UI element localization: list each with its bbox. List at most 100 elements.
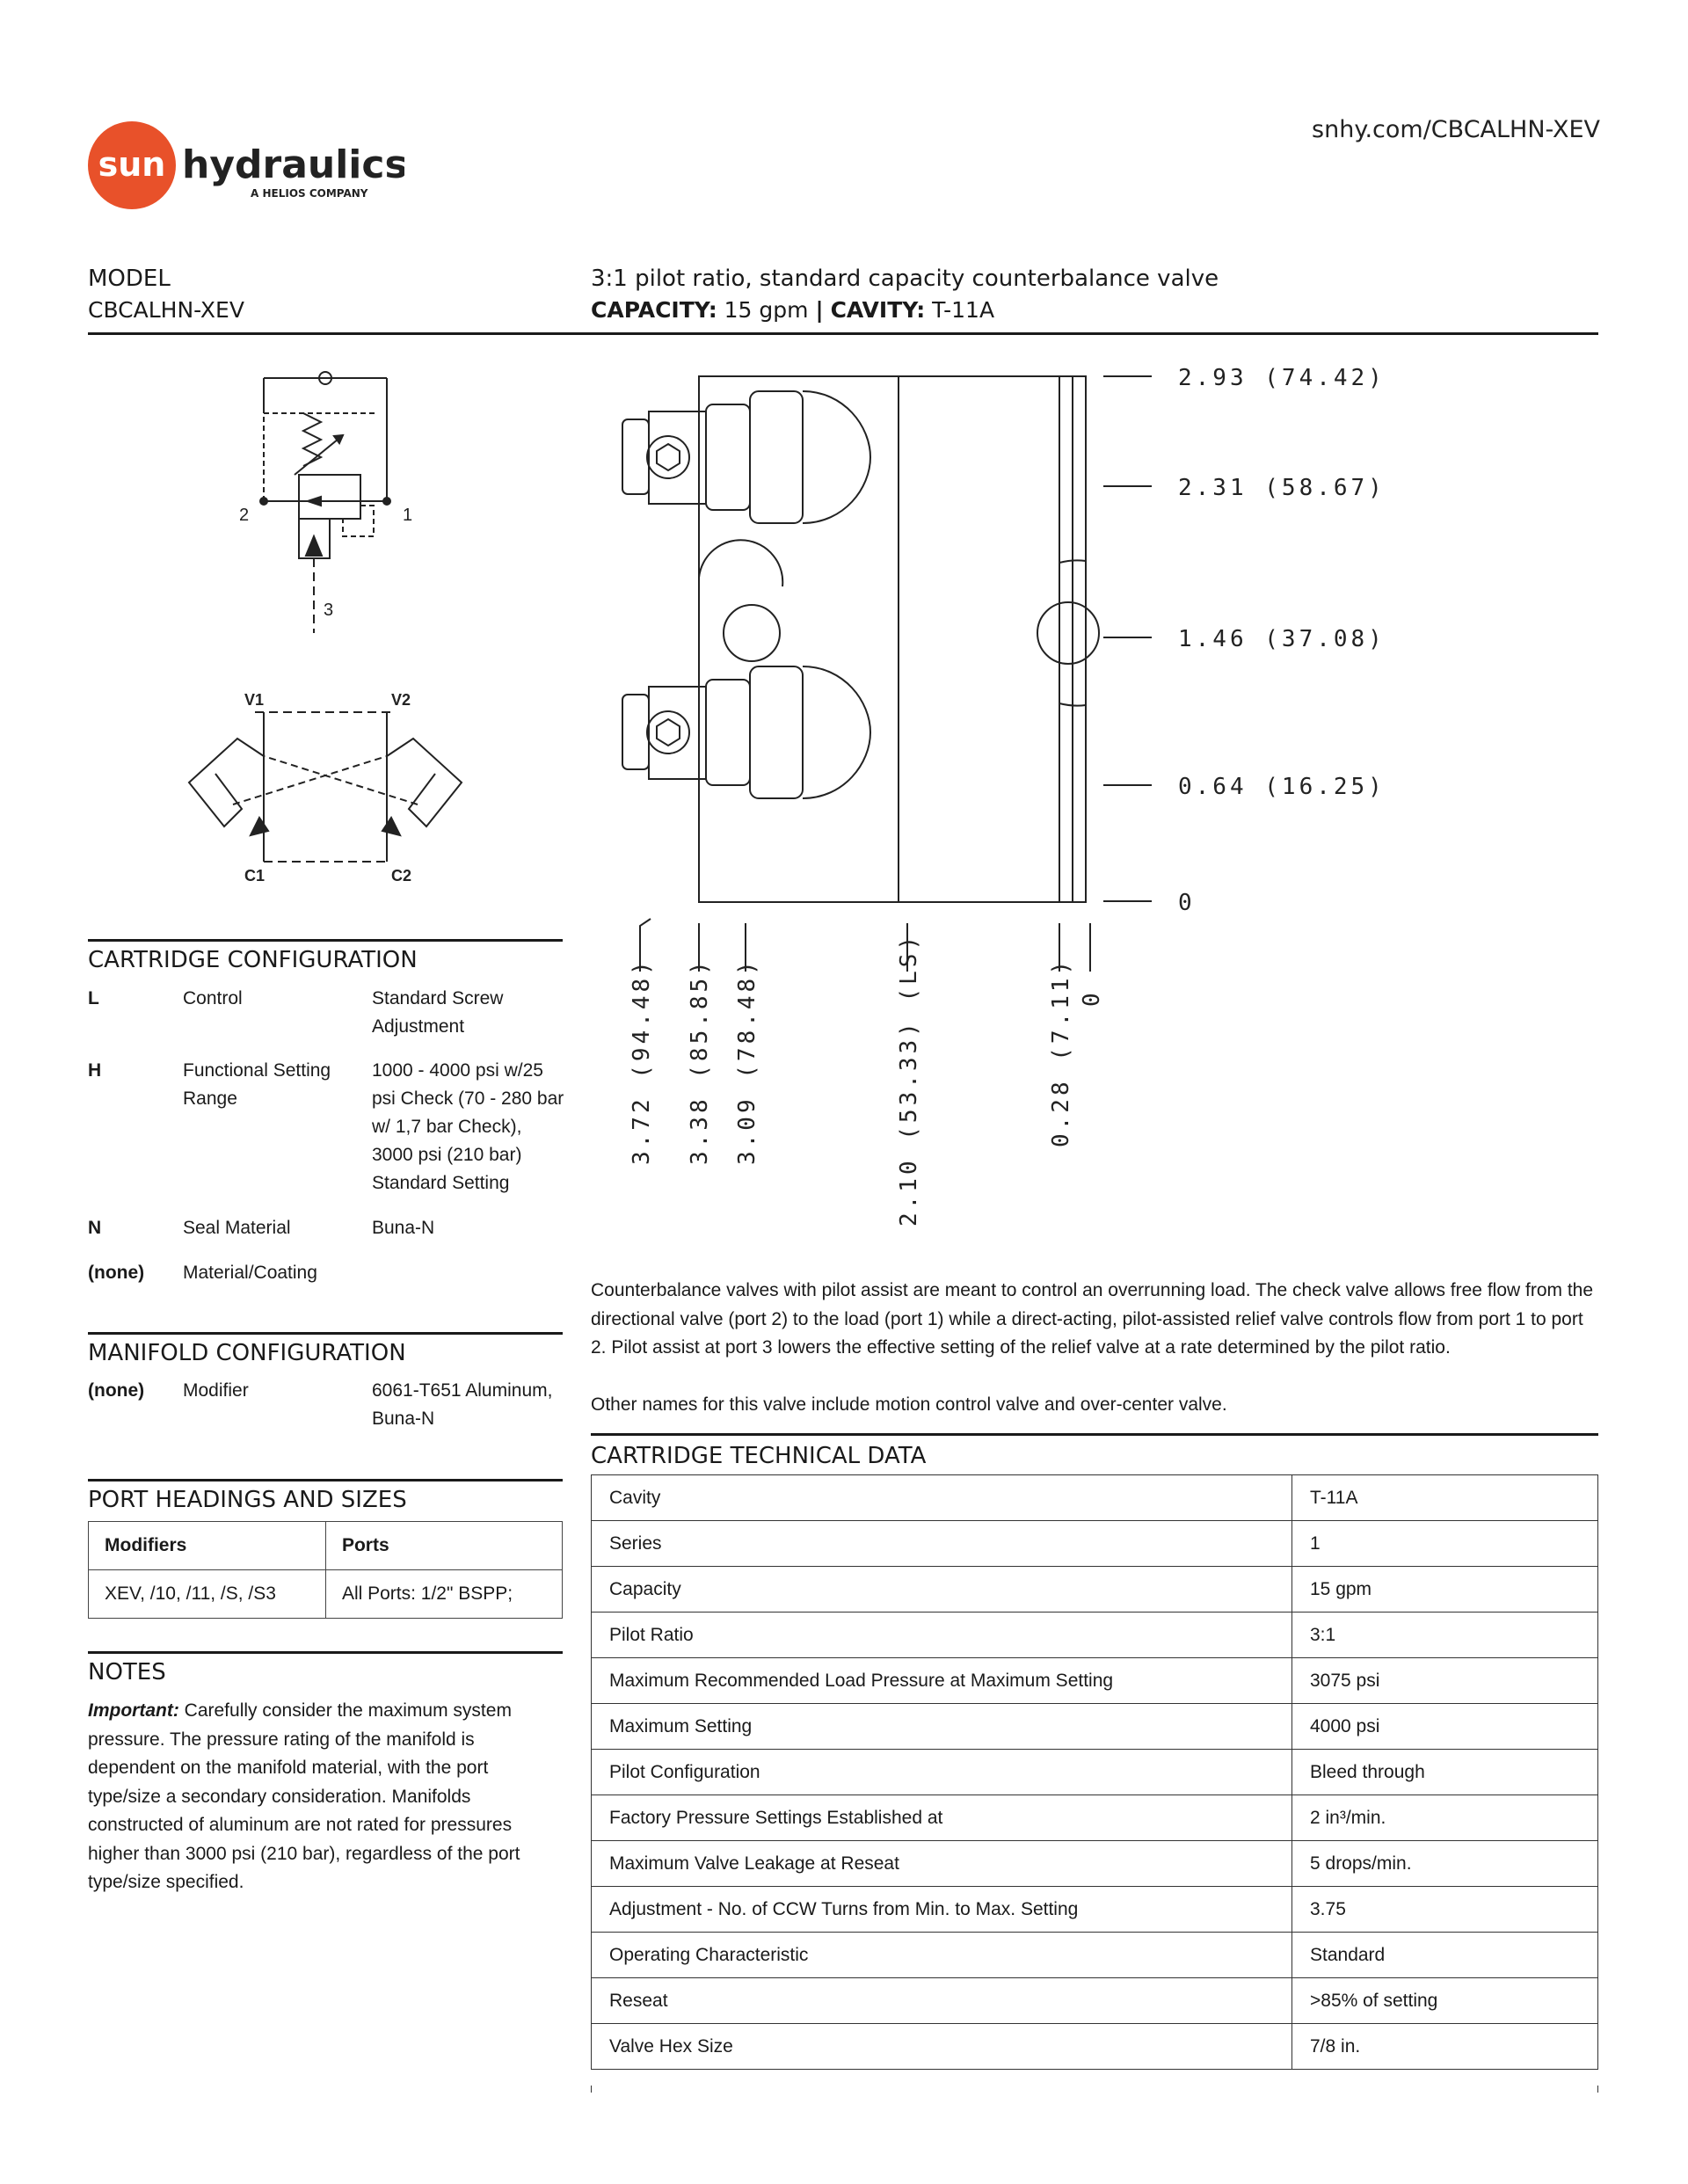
- notes-body: Carefully consider the maximum system pr…: [88, 1700, 520, 1892]
- cfg-value: Buna-N: [372, 1218, 435, 1238]
- tech-value: 1: [1291, 1520, 1598, 1567]
- dim-372: 3.72 (94.48): [629, 957, 655, 1165]
- dim-064: 0.64 (16.25): [1178, 774, 1386, 800]
- tech-label: Series: [591, 1520, 1292, 1567]
- capacity-cavity-line: CAPACITY: 15 gpm | CAVITY: T-11A: [591, 297, 994, 323]
- tech-value: 5 drops/min.: [1291, 1840, 1598, 1887]
- cfg-value: 6061-T651 Aluminum, Buna-N: [372, 1380, 553, 1429]
- notes-text: Important: Carefully consider the maximu…: [88, 1697, 563, 1897]
- table-row: XEV, /10, /11, /S, /S3 All Ports: 1/2" B…: [88, 1569, 564, 1619]
- cfg-value: Standard Screw Adjustment: [372, 988, 504, 1037]
- tech-label: Reseat: [591, 1977, 1292, 2024]
- dim-338: 3.38 (85.85): [687, 957, 713, 1165]
- tech-value: 3075 psi: [1291, 1657, 1598, 1704]
- description-paragraph: Counterbalance valves with pilot assist …: [591, 1280, 1594, 1358]
- tech-label: Adjustment - No. of CCW Turns from Min. …: [591, 1886, 1292, 1933]
- other-names-paragraph: Other names for this valve include motio…: [591, 1394, 1227, 1415]
- tech-label: Cavity: [591, 1474, 1292, 1521]
- cell-ports: All Ports: 1/2" BSPP;: [324, 1569, 564, 1619]
- cfg-code: L: [88, 988, 99, 1008]
- dim-146: 1.46 (37.08): [1178, 626, 1386, 652]
- v1-label: V1: [244, 691, 264, 709]
- tech-label: Maximum Setting: [591, 1703, 1292, 1750]
- model-label: MODEL: [88, 266, 171, 292]
- product-description: 3:1 pilot ratio, standard capacity count…: [591, 266, 1219, 292]
- hydraulic-schematic: 2 1 3: [239, 371, 412, 633]
- model-value: CBCALHN-XEV: [88, 297, 244, 323]
- dim-028: 0.28 (7.11): [1048, 957, 1074, 1147]
- tech-label: Capacity: [591, 1566, 1292, 1613]
- cfg-name: Control: [183, 988, 243, 1008]
- logo-tagline: A HELIOS COMPANY: [251, 187, 368, 200]
- important-label: Important:: [88, 1700, 179, 1721]
- cfg-code: H: [88, 1060, 102, 1081]
- tech-label: Maximum Recommended Load Pressure at Max…: [591, 1657, 1292, 1704]
- manifold-config-title: MANIFOLD CONFIGURATION: [88, 1340, 406, 1366]
- cavity-value: T-11A: [932, 297, 995, 323]
- cfg-code: (none): [88, 1263, 145, 1283]
- dim-293: 2.93 (74.42): [1178, 365, 1386, 391]
- c2-label: C2: [391, 867, 411, 885]
- tech-value: 4000 psi: [1291, 1703, 1598, 1750]
- tech-value: 3:1: [1291, 1612, 1598, 1658]
- tech-value: >85% of setting: [1291, 1977, 1598, 2024]
- manifold-config-rule: [88, 1332, 563, 1335]
- notes-title: NOTES: [88, 1659, 166, 1685]
- tech-value: 2 in³/min.: [1291, 1795, 1598, 1841]
- tech-value: T-11A: [1291, 1474, 1598, 1521]
- dimension-drawing: 2.93 (74.42) 2.31 (58.67) 1.46 (37.08) 0…: [622, 365, 1386, 1227]
- tech-label: Operating Characteristic: [591, 1932, 1292, 1978]
- cfg-name: Material/Coating: [183, 1263, 317, 1283]
- dim-210: 2.10 (53.33) (LS): [896, 933, 922, 1227]
- port-headings-title: PORT HEADINGS AND SIZES: [88, 1487, 407, 1513]
- cfg-value: 1000 - 4000 psi w/25 psi Check (70 - 280…: [372, 1060, 564, 1193]
- cfg-name: Modifier: [183, 1380, 249, 1401]
- cell-modifiers: XEV, /10, /11, /S, /S3: [88, 1569, 326, 1619]
- tech-label: Valve Hex Size: [591, 2023, 1292, 2070]
- cartridge-config-title: CARTRIDGE CONFIGURATION: [88, 947, 418, 973]
- cartridge-config-rule: [88, 939, 563, 942]
- v2-label: V2: [391, 691, 411, 709]
- tech-data-rule: [591, 1433, 1598, 1436]
- dim-309: 3.09 (78.48): [734, 957, 760, 1165]
- tech-value: Standard: [1291, 1932, 1598, 1978]
- separator: |: [815, 297, 824, 323]
- col-modifiers: Modifiers: [88, 1521, 326, 1570]
- notes-rule: [88, 1651, 563, 1654]
- cfg-name: Seal Material: [183, 1218, 291, 1238]
- cfg-name: Functional Setting Range: [183, 1060, 331, 1109]
- tech-label: Factory Pressure Settings Established at: [591, 1795, 1292, 1841]
- header-divider: [88, 332, 1598, 335]
- table-row: Adjustment - No. of CCW Turns from Min. …: [591, 1886, 1598, 1933]
- page-bottom-whitespace: [0, 2093, 1688, 2184]
- table-row: Reseat>85% of setting: [591, 1977, 1598, 2024]
- tech-label: Maximum Valve Leakage at Reseat: [591, 1840, 1292, 1887]
- col-ports: Ports: [324, 1521, 564, 1570]
- sun-hydraulics-logo: sun hydraulics A HELIOS COMPANY: [88, 121, 404, 209]
- port-headings-rule: [88, 1479, 563, 1481]
- port-3-label: 3: [324, 601, 333, 620]
- cavity-label: CAVITY:: [830, 297, 926, 323]
- port-1-label: 1: [403, 506, 412, 525]
- dim-0-right: 0: [1178, 890, 1196, 916]
- tech-label: Pilot Configuration: [591, 1749, 1292, 1795]
- capacity-value: 15 gpm: [724, 297, 809, 323]
- dual-counterbalance-schematic: V1 V2 C1 C2: [187, 691, 463, 885]
- tech-value: 15 gpm: [1291, 1566, 1598, 1613]
- table-header-row: Modifiers Ports: [88, 1521, 564, 1570]
- tech-value: 3.75: [1291, 1886, 1598, 1933]
- logo-hydraulics-text: hydraulics: [182, 142, 404, 187]
- product-url[interactable]: snhy.com/CBCALHN-XEV: [1312, 116, 1600, 143]
- capacity-label: CAPACITY:: [591, 297, 717, 323]
- cfg-code: N: [88, 1218, 102, 1238]
- port-headings-table: Modifiers Ports XEV, /10, /11, /S, /S3 A…: [88, 1521, 564, 1619]
- port-2-label: 2: [239, 506, 249, 525]
